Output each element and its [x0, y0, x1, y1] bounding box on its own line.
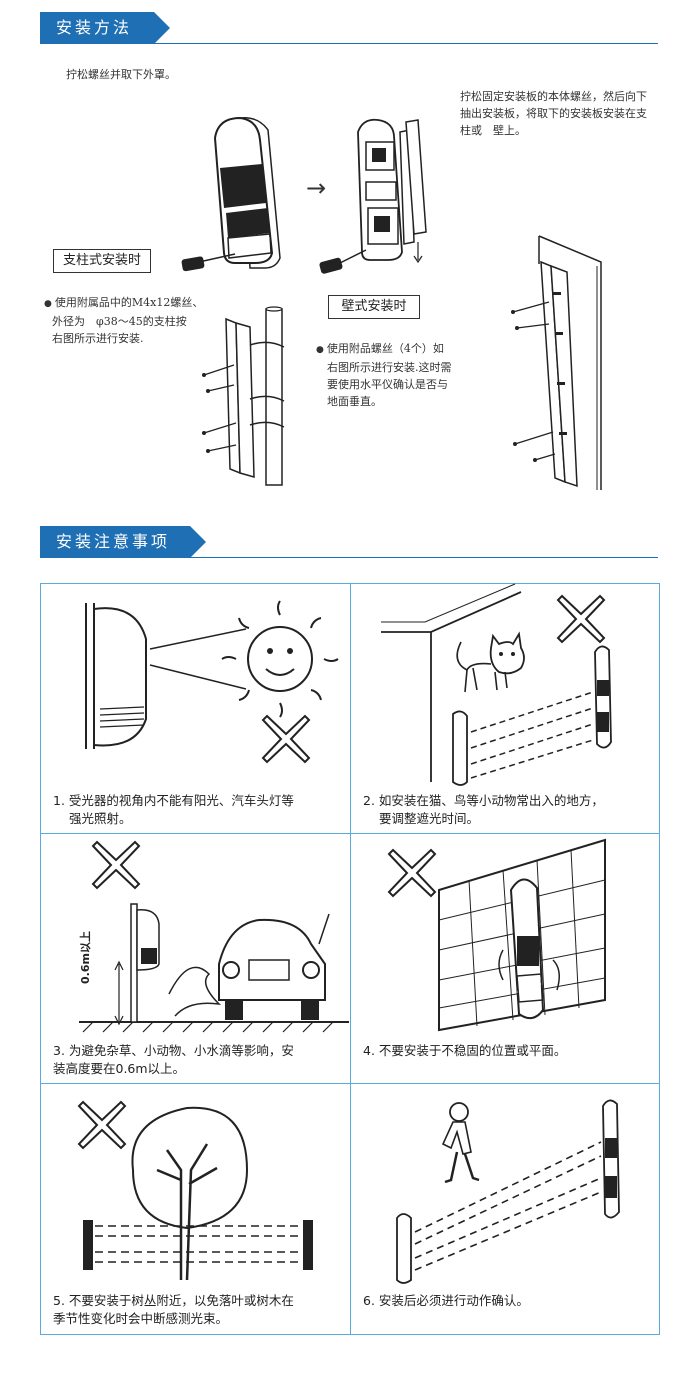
pole-mount-illustration: [202, 306, 285, 486]
sunlight-illustration: [85, 600, 339, 749]
precaution-caption-1: 1. 受光器的视角内不能有阳光、汽车头灯等 强光照射。: [53, 793, 294, 826]
height-car-illustration: [79, 903, 349, 1033]
precaution-cell-5: 5. 不要安装于树丛附近，以免落叶或树木在 季节性变化时会中断感测光束。: [41, 1084, 351, 1334]
height-mark-label: 0.6m以上: [79, 931, 92, 984]
precaution-caption-4: 4. 不要安装于不稳固的位置或平面。: [363, 1043, 567, 1058]
not-allowed-icon: [556, 594, 606, 644]
detector-open-illustration: [319, 118, 427, 274]
wall-mount-text: ●使用附品螺丝（4个）如 右图所示进行安装.这时需 要使用水平仪确认是否与 地面…: [316, 342, 452, 408]
pole-mount-label: 支柱式安装时: [53, 249, 151, 273]
not-allowed-icon: [91, 840, 141, 890]
pole-mount-text: ●使用附属品中的M4x12螺丝、 外径为 φ38～45的支柱按 右图所示进行安装…: [44, 296, 204, 345]
precaution-cell-3: 0.6m以上 3. 为避免杂草、小动物、小水滴等影响，安 装高度要在0.6m以上…: [41, 834, 351, 1083]
precautions-grid: 1. 受光器的视角内不能有阳光、汽车头灯等 强光照射。 2. 如安装在猫、鸟等小…: [40, 583, 660, 1335]
bullet-icon: ●: [316, 345, 324, 355]
wall-mount-label: 壁式安装时: [328, 295, 420, 319]
install-method-header: 安装方法: [40, 12, 658, 44]
bullet-icon: ●: [44, 299, 52, 309]
walking-person-illustration: [396, 1099, 620, 1284]
precaution-caption-5: 5. 不要安装于树丛附近，以免落叶或树木在 季节性变化时会中断感测光束。: [53, 1293, 294, 1326]
detector-cover-illustration: [181, 116, 281, 272]
tree-illustration: [83, 1106, 313, 1281]
wall-mount-illustration: [511, 235, 602, 490]
step1-text: 拧松螺丝并取下外罩。: [66, 68, 176, 81]
step2-text: 拧松固定安装板的本体螺丝，然后向下 抽出安装板，将取下的安装板安装在支 柱或 壁…: [460, 90, 647, 137]
precaution-cell-1: 1. 受光器的视角内不能有阳光、汽车头灯等 强光照射。: [41, 584, 351, 833]
precaution-cell-2: 2. 如安装在猫、鸟等小动物常出入的地方， 要调整遮光时间。: [351, 583, 661, 833]
arrow-right: →: [306, 174, 327, 202]
precaution-cell-4: 4. 不要安装于不稳固的位置或平面。: [351, 834, 661, 1083]
precaution-caption-2: 2. 如安装在猫、鸟等小动物常出入的地方， 要调整遮光时间。: [363, 793, 604, 826]
precaution-caption-6: 6. 安装后必须进行动作确认。: [363, 1293, 529, 1308]
cat-wall-illustration: [381, 583, 612, 786]
not-allowed-icon: [77, 1100, 127, 1150]
install-method-title: 安装方法: [40, 12, 170, 44]
precautions-title: 安装注意事项: [40, 526, 206, 558]
precaution-caption-3: 3. 为避免杂草、小动物、小水滴等影响，安 装高度要在0.6m以上。: [53, 1043, 294, 1076]
precaution-cell-6: 6. 安装后必须进行动作确认。: [351, 1084, 661, 1334]
not-allowed-icon: [261, 714, 311, 764]
precautions-header: 安装注意事项: [40, 526, 658, 558]
not-allowed-icon: [387, 848, 437, 898]
unstable-wall-illustration: [438, 838, 606, 1032]
